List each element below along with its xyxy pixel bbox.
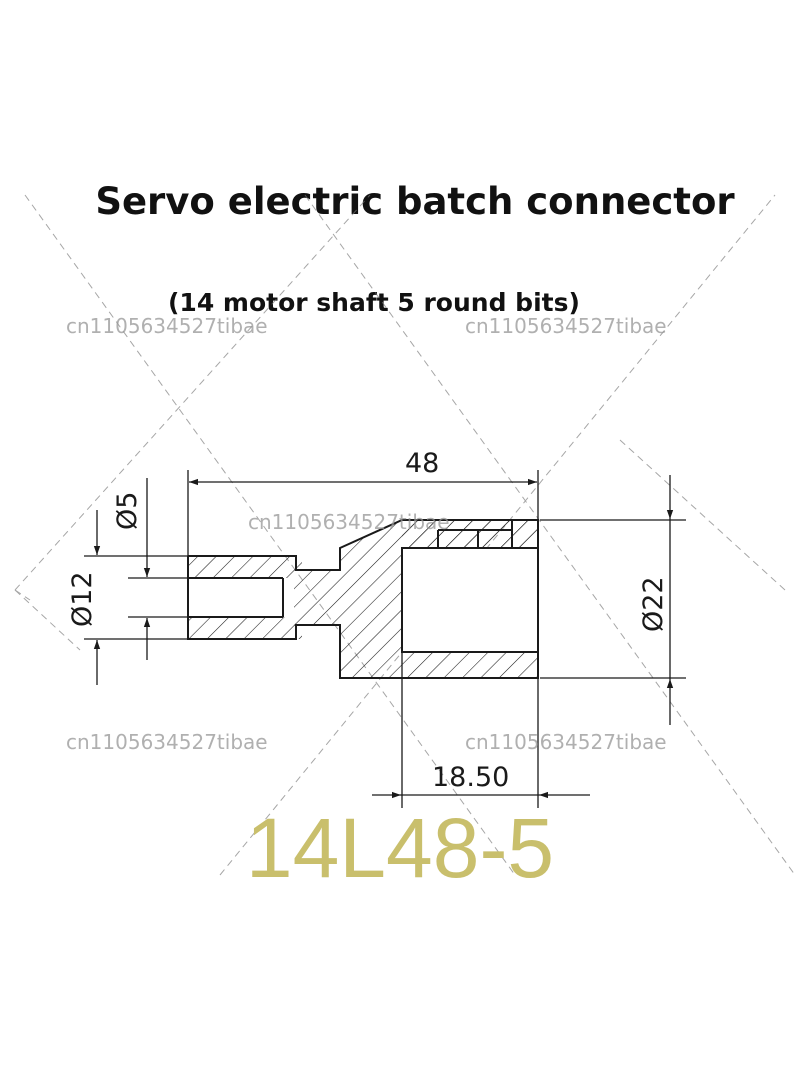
- watermark: cn1105634527tibae: [66, 314, 268, 338]
- dim-body-diameter: Ø22: [638, 576, 669, 632]
- dimension-lines: [84, 470, 686, 808]
- dim-socket-depth: 18.50: [432, 762, 509, 793]
- watermark: cn1105634527tibae: [465, 314, 667, 338]
- watermark: cn1105634527tibae: [66, 730, 268, 754]
- watermark: cn1105634527tibae: [248, 510, 450, 534]
- dim-bore-diameter: Ø5: [112, 492, 143, 530]
- watermark: cn1105634527tibae: [465, 730, 667, 754]
- subtitle: (14 motor shaft 5 round bits): [168, 288, 580, 317]
- part-outline: [187, 519, 539, 679]
- dim-length: 48: [405, 448, 439, 479]
- title: Servo electric batch connector: [95, 180, 735, 223]
- model-number: 14L48-5: [245, 801, 555, 895]
- dim-shaft-diameter: Ø12: [67, 571, 98, 627]
